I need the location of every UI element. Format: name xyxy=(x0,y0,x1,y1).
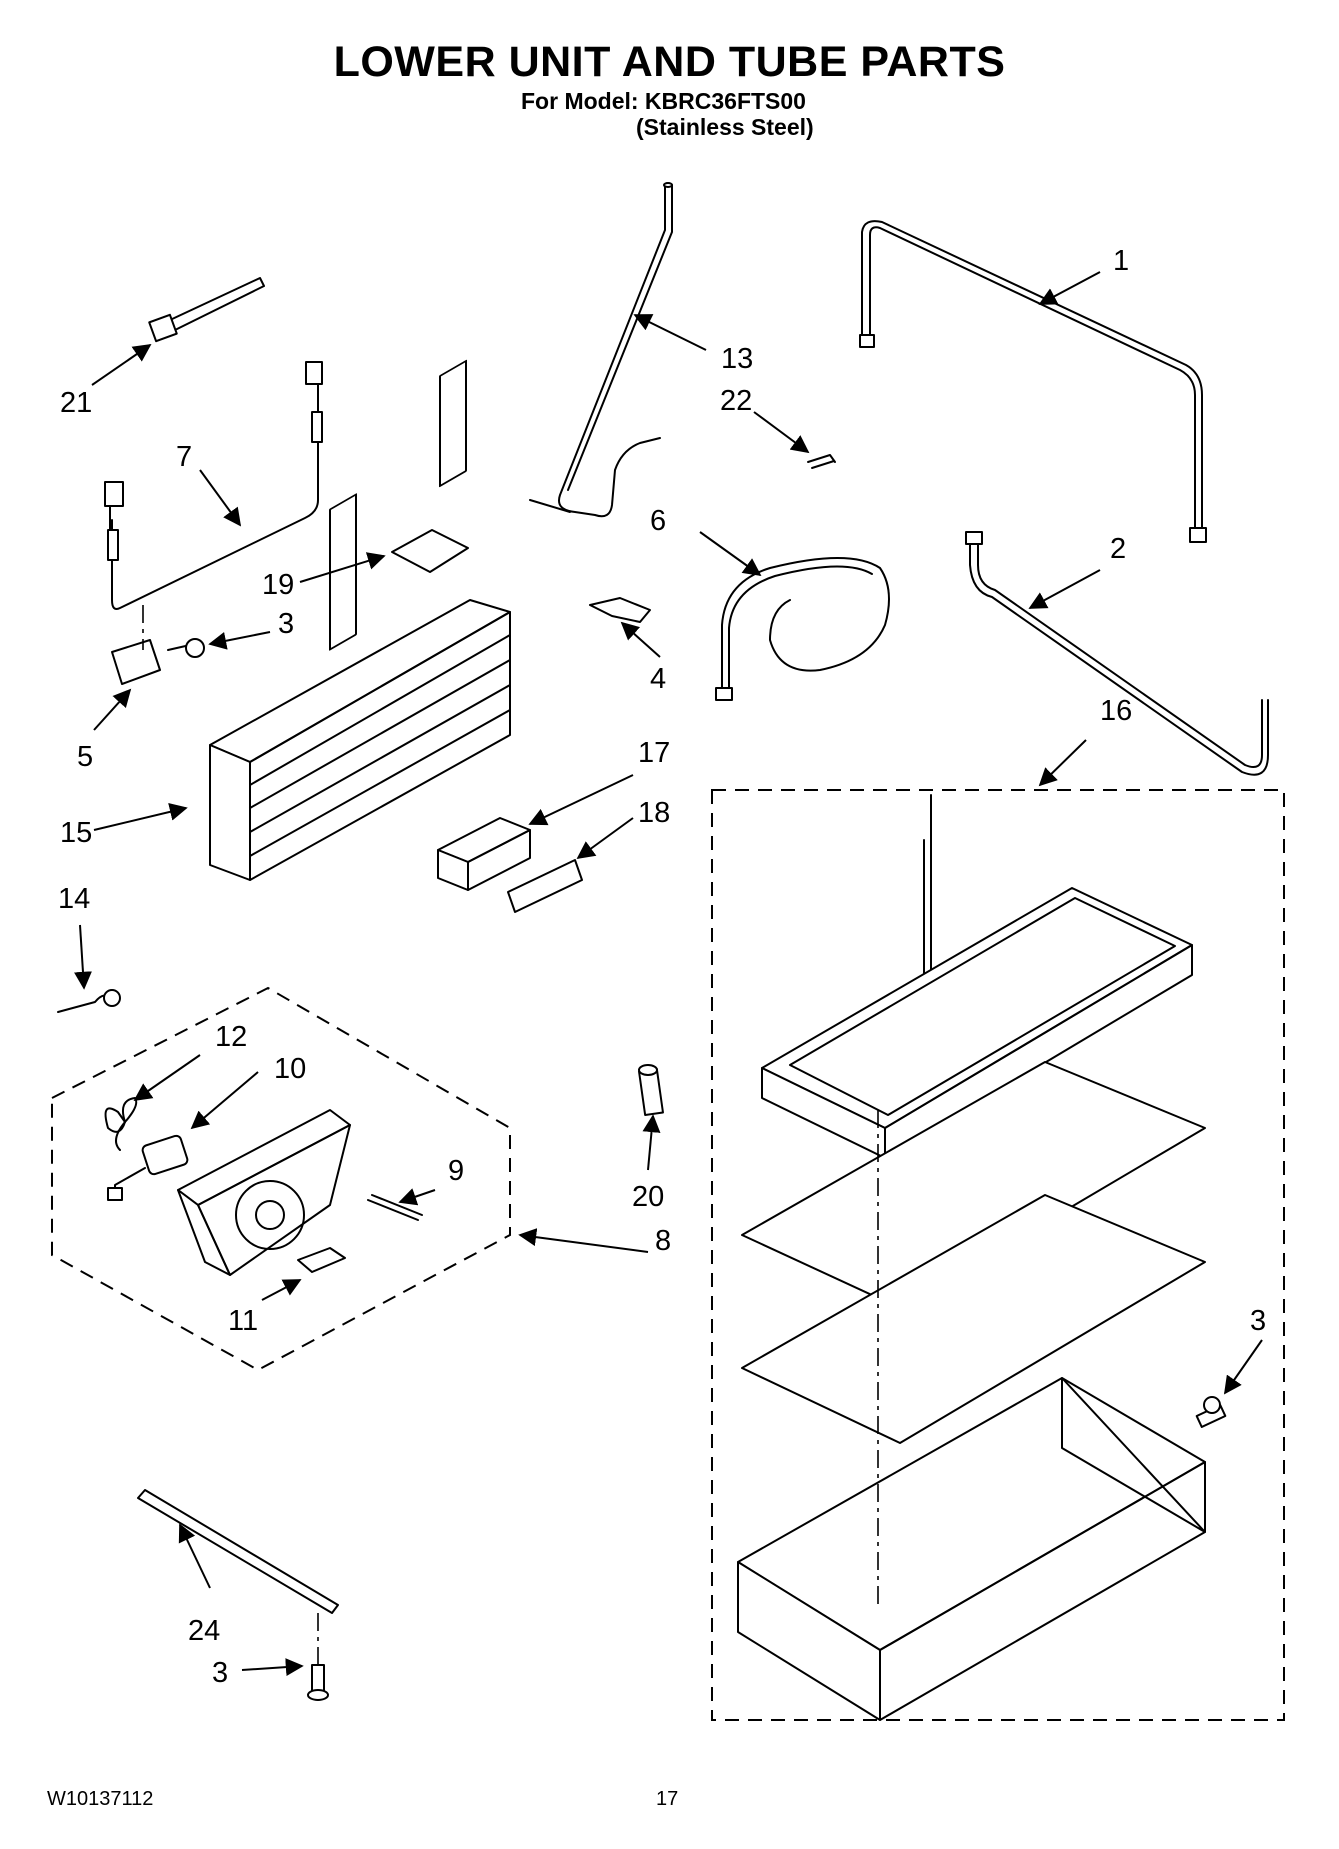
part-15-evaporator xyxy=(209,359,511,881)
callout-22: 22 xyxy=(720,385,752,417)
part-19-pad xyxy=(391,529,469,573)
part-16-group-outline xyxy=(711,789,1285,1721)
model-line: For Model: KBRC36FTS00 xyxy=(521,88,806,114)
page-number: 17 xyxy=(656,1788,679,1810)
part-13-tube xyxy=(529,182,673,518)
page-title: LOWER UNIT AND TUBE PARTS xyxy=(333,38,1006,86)
part-3-screw-left xyxy=(167,638,205,658)
part-22-clip xyxy=(807,454,836,469)
part-17-bracket xyxy=(437,817,531,891)
callout-14: 14 xyxy=(58,883,90,915)
callout-4: 4 xyxy=(650,663,666,695)
part-4-clip xyxy=(589,597,651,623)
callout-7: 7 xyxy=(176,441,192,473)
part-24-bar xyxy=(137,1489,339,1614)
callout-3-bottom: 3 xyxy=(212,1657,228,1689)
part-8-group-outline xyxy=(51,986,511,1372)
callout-3-right: 3 xyxy=(1250,1305,1266,1337)
callout-9: 9 xyxy=(448,1155,464,1187)
callout-labels: 1 2 3 4 5 6 7 8 9 10 11 12 13 14 15 16 1… xyxy=(58,245,1266,1689)
callout-12: 12 xyxy=(215,1021,247,1053)
callout-21: 21 xyxy=(60,387,92,419)
part-11-clip xyxy=(297,1247,346,1273)
part-12-fan-blade xyxy=(104,1097,138,1151)
part-10-fan-motor xyxy=(107,1134,189,1201)
callout-20: 20 xyxy=(632,1181,664,1213)
callout-11: 11 xyxy=(228,1305,258,1337)
callout-18: 18 xyxy=(638,797,670,829)
part-1-tube xyxy=(859,220,1207,543)
callout-1: 1 xyxy=(1113,245,1129,277)
part-14-sensor xyxy=(57,989,121,1013)
finish-line: (Stainless Steel) xyxy=(636,114,814,140)
callout-6: 6 xyxy=(650,505,666,537)
part-21-cable-tie xyxy=(148,277,265,343)
document-number: W10137112 xyxy=(47,1788,154,1810)
part-16-panel-lower xyxy=(741,1194,1206,1444)
part-16-pan xyxy=(737,1377,1206,1721)
callout-5: 5 xyxy=(77,741,93,773)
callout-10: 10 xyxy=(274,1053,306,1085)
part-7-wire-harness xyxy=(104,361,323,610)
callout-16: 16 xyxy=(1100,695,1132,727)
callout-15: 15 xyxy=(60,817,92,849)
leader-lines xyxy=(73,271,1263,1677)
callout-13: 13 xyxy=(721,343,753,375)
callout-8: 8 xyxy=(655,1225,671,1257)
part-16-panel-upper xyxy=(741,1061,1206,1309)
part-9-strap xyxy=(367,1194,423,1221)
part-20-cylinder xyxy=(638,1064,664,1117)
callout-17: 17 xyxy=(638,737,670,769)
part-3-screw-bottom xyxy=(307,1613,329,1701)
callout-24: 24 xyxy=(188,1615,220,1647)
part-8-fan-housing xyxy=(177,1109,351,1276)
part-5-bracket xyxy=(111,639,161,685)
part-2-tube xyxy=(965,531,1269,776)
callout-3-left: 3 xyxy=(278,608,294,640)
callout-19: 19 xyxy=(262,569,294,601)
part-6-coil xyxy=(715,557,890,701)
part-3-screw-right xyxy=(1195,1396,1227,1428)
callout-2: 2 xyxy=(1110,533,1126,565)
part-18-plate xyxy=(507,859,583,913)
